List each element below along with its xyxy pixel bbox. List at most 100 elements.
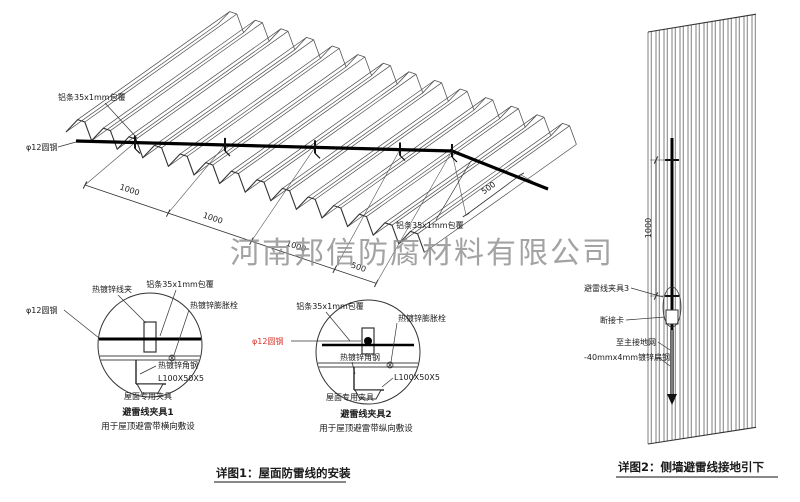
- detail1-title: 避雷线夹具1: [122, 406, 173, 418]
- detail2-label-round-steel: φ12圆钢: [252, 336, 283, 346]
- corrugation-line: [135, 30, 289, 140]
- wire-clamp: [134, 135, 141, 154]
- corrugation-line: [168, 58, 321, 167]
- roof-fixture: [136, 383, 164, 394]
- corrugation-line: [647, 426, 757, 445]
- leader-line: [139, 365, 157, 375]
- corrugation-line: [398, 135, 552, 245]
- extension-line: [451, 152, 467, 216]
- caption-detail1: 详图1：屋面防雷线的安装: [216, 466, 351, 480]
- leader-line: [657, 356, 671, 367]
- detail1-label-angle-steel: 热镀锌角钢: [158, 360, 198, 370]
- extension-line: [84, 142, 136, 186]
- detail1-subtitle: 用于屋顶避雷带横向敷设: [101, 421, 195, 432]
- disconnect-link: [665, 309, 679, 325]
- clamp-detail-1: 热镀锌线夹 铝条35x1mm包覆 热镀锌膨胀栓 φ12圆钢 热镀锌角钢 L100…: [26, 279, 238, 432]
- wire-clamps: [134, 135, 458, 163]
- corrugation-line: [263, 73, 417, 183]
- corrugation-line: [289, 82, 442, 192]
- ground-arrow: [667, 394, 677, 405]
- corrugation-line: [128, 28, 282, 138]
- leader-line: [117, 294, 147, 324]
- roof-isometric-view: 1000 1000 1000 500 500: [26, 11, 577, 288]
- detail2-label-angle-spec: L100X50X5: [394, 373, 440, 382]
- corrugation-line: [410, 123, 563, 232]
- corrugation-line: [417, 125, 570, 235]
- dimension-tick: [653, 292, 659, 300]
- corrugation-line: [116, 40, 270, 150]
- detail1-label-round-steel: φ12圆钢: [26, 305, 57, 315]
- wall-elevation-view: 1000 避雷线夹具3 断接卡 至主接地网 -40mmx4mm镀锌扁钢: [584, 13, 757, 445]
- leader-line: [159, 289, 177, 337]
- corrugated-wall-sheets: [647, 13, 757, 445]
- corrugation-line: [65, 23, 219, 133]
- corrugation-line: [307, 88, 461, 198]
- detail2-label-roof-fixture: 屋面专用夹具: [326, 392, 374, 402]
- extension-line: [334, 149, 401, 270]
- corrugation-line: [193, 66, 347, 176]
- dimension-tick: [653, 156, 659, 164]
- wall-dimension: [650, 156, 666, 300]
- leader-line: [381, 377, 394, 388]
- wall-dim-1000: 1000: [644, 218, 653, 238]
- detail2-title: 避雷线夹具2: [340, 408, 391, 420]
- corrugation-line: [340, 99, 494, 209]
- detail-bubble: [662, 286, 682, 328]
- detail1-label-angle-spec: L100X50X5: [158, 374, 204, 383]
- corrugation-profile: [217, 11, 577, 145]
- leader-line: [325, 311, 351, 342]
- corrugation-line: [315, 91, 468, 200]
- leader-line: [173, 309, 190, 356]
- corrugation-line: [187, 48, 340, 157]
- corrugation-line: [161, 39, 314, 149]
- corrugation-line: [238, 65, 391, 174]
- corrugation-line: [212, 56, 366, 166]
- corrugation-line: [282, 80, 435, 189]
- corrugation-line: [103, 19, 256, 129]
- leader-line: [625, 316, 666, 321]
- detail1-label-wire-clip: 热镀锌线夹: [92, 284, 132, 294]
- leader-line: [657, 341, 671, 351]
- roof-label-round-steel: φ12圆钢: [26, 142, 57, 152]
- leader-line: [390, 322, 398, 363]
- dimension-chain: [84, 184, 377, 284]
- corrugation-line: [321, 109, 475, 219]
- corrugation-line: [384, 114, 538, 224]
- corrugation-line: [372, 126, 526, 236]
- dimension-ticks: [82, 181, 379, 288]
- corrugated-roof-sheets: [65, 11, 577, 253]
- corrugation-line: [84, 13, 238, 123]
- detail1-label-expansion-bolt: 热镀锌膨胀栓: [190, 300, 238, 310]
- expansion-bolt: [386, 361, 394, 369]
- corrugation-line: [142, 49, 296, 159]
- wall-label-flat-steel: -40mmx4mm镀锌扁钢: [584, 352, 670, 362]
- wire-clamp: [451, 144, 458, 163]
- corrugation-line: [366, 108, 519, 217]
- captions: 详图1：屋面防雷线的安装 详图2：侧墙避雷线接地引下: [214, 460, 778, 483]
- wire-clamp: [224, 137, 231, 157]
- extension-line: [375, 150, 453, 284]
- corrugation-line: [91, 32, 244, 141]
- wire-clamp-body: [143, 321, 157, 353]
- extension-line: [251, 147, 316, 242]
- roof-label-alu-strip-right: 铝条35x1mm包覆: [396, 220, 464, 230]
- expansion-bolt-cross: [169, 355, 175, 361]
- detail1-label-alu-strip: 铝条35x1mm包覆: [146, 279, 214, 289]
- corrugation-line: [179, 45, 333, 155]
- company-watermark: 河南邦信防腐材料有限公司: [230, 236, 614, 271]
- corrugation-line: [110, 22, 263, 131]
- caption-detail2: 详图2：侧墙避雷线接地引下: [618, 460, 765, 474]
- expansion-bolt-cross: [387, 362, 393, 368]
- corrugation-line: [333, 97, 486, 206]
- roof-dimension-lines: [82, 142, 549, 288]
- roof-dim-2: 1000: [202, 211, 224, 226]
- wall-leader-lines: [625, 287, 671, 367]
- corrugation-profile: [65, 119, 425, 253]
- expansion-bolt: [168, 354, 176, 362]
- detail2-label-alu-strip: 铝条35x1mm包覆: [296, 301, 364, 311]
- roof-leader-lines: [57, 102, 472, 221]
- wall-label-to-ground: 至主接地网: [616, 337, 656, 347]
- corrugation-line: [219, 75, 372, 184]
- wire-clamp: [314, 140, 321, 159]
